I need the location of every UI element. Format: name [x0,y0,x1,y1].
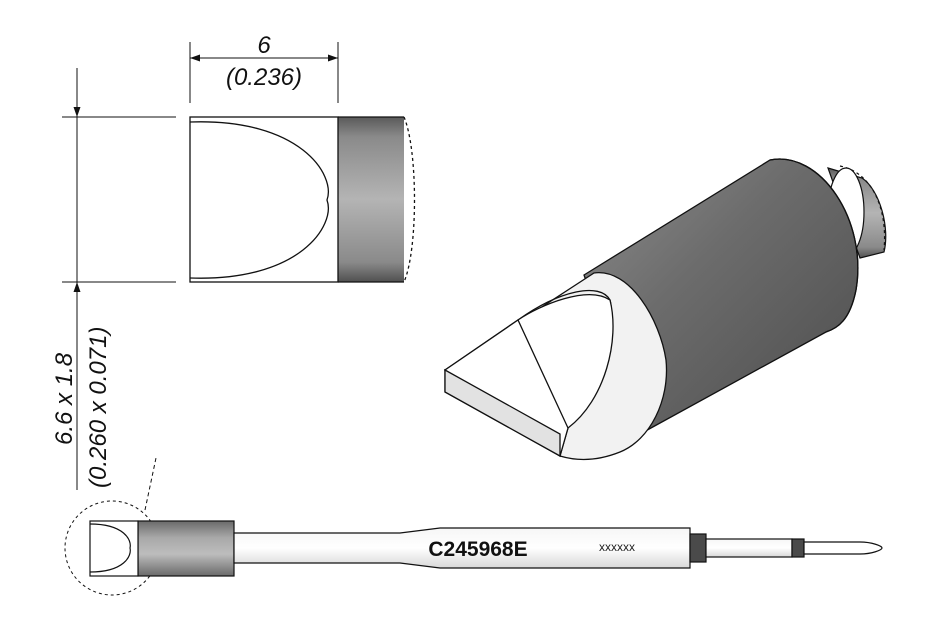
side-view [189,116,416,283]
tip-in-label: (0.260 x 0.071) [85,327,112,488]
side-view-break-line [403,116,416,283]
collar [689,533,707,563]
shaft [233,527,691,569]
tip-mm-label: 6.6 x 1.8 [51,352,78,445]
pin-ring [791,538,805,558]
side-view-shank [338,117,404,282]
length-mm-label: 6 [257,32,271,59]
isometric-view [443,158,887,461]
side-view-chisel-face [189,121,329,279]
length-dimension: 6 (0.236) [189,32,339,103]
side-view-front [189,116,339,283]
head-body [137,520,235,577]
length-in-label: (0.236) [226,64,302,91]
sensor-end [803,541,883,555]
tip-width-dimension: 6.6 x 1.8 (0.260 x 0.071) [51,68,176,490]
full-length-view: C245968E xxxxxx [64,457,883,596]
part-marking: xxxxxx [599,540,635,554]
part-code: C245968E [428,538,527,561]
pin [705,538,793,558]
